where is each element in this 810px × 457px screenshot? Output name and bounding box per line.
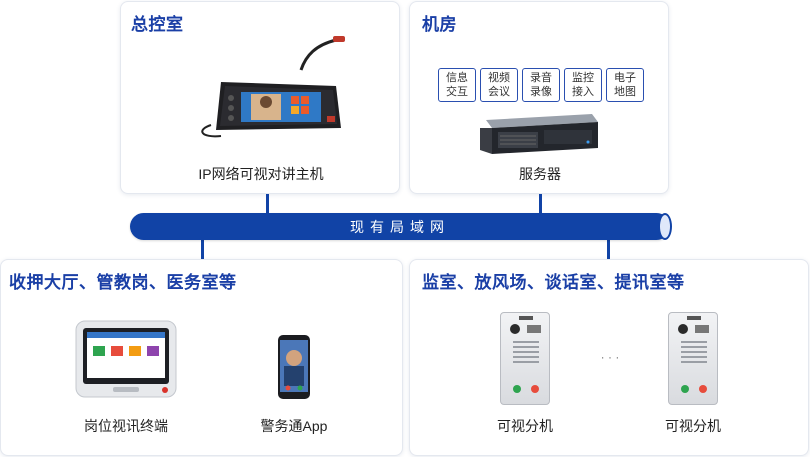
service-info-exchange: 信息 交互 [438, 68, 476, 102]
post-terminal-label: 岗位视讯终端 [84, 418, 168, 434]
hall-title: 收押大厅、管教岗、医务室等 [9, 273, 237, 292]
connector-control-room [266, 194, 269, 214]
visual-extension-2 [668, 312, 718, 405]
cells-title: 监室、放风场、谈话室、提讯室等 [422, 273, 685, 292]
visual-extension-1 [500, 312, 550, 405]
police-app-label: 警务通App [260, 418, 328, 434]
more-extensions-ellipsis: · · · [600, 350, 620, 364]
machine-room-title: 机房 [422, 15, 457, 34]
lan-network-label: 现有局域网 [350, 218, 450, 235]
service-video-conference: 视频 会议 [480, 68, 518, 102]
cells-panel: 监室、放风场、谈话室、提讯室等 可视分机 · · · [409, 259, 809, 456]
connector-hall [201, 240, 204, 260]
service-monitoring: 监控 接入 [564, 68, 602, 102]
service-e-map: 电子 地图 [606, 68, 644, 102]
visual-extension-2-label: 可视分机 [665, 418, 721, 434]
lan-bar-end-cap [658, 213, 672, 240]
control-room-title: 总控室 [131, 15, 184, 34]
lan-network-bar: 现有局域网 [130, 213, 672, 240]
extension-2-face [678, 316, 709, 393]
connector-cells [607, 240, 610, 260]
connector-machine-room [539, 194, 542, 214]
intercom-host-label: IP网络可视对讲主机 [198, 166, 324, 182]
visual-extension-1-label: 可视分机 [497, 418, 553, 434]
server-label: 服务器 [519, 166, 561, 182]
post-terminal-image [75, 320, 177, 398]
service-recording: 录音 录像 [522, 68, 560, 102]
intercom-host-image [201, 36, 345, 138]
hall-panel: 收押大厅、管教岗、医务室等 岗位视讯终端 警务通App [0, 259, 403, 456]
server-image [480, 114, 598, 154]
police-app-phone-image [278, 335, 310, 399]
machine-room-panel: 机房 信息 交互 视频 会议 录音 录像 监控 接入 电子 地图 服务器 [409, 1, 669, 194]
extension-1-face [510, 316, 541, 393]
control-room-panel: 总控室 IP网络可视对讲主机 [120, 1, 400, 194]
